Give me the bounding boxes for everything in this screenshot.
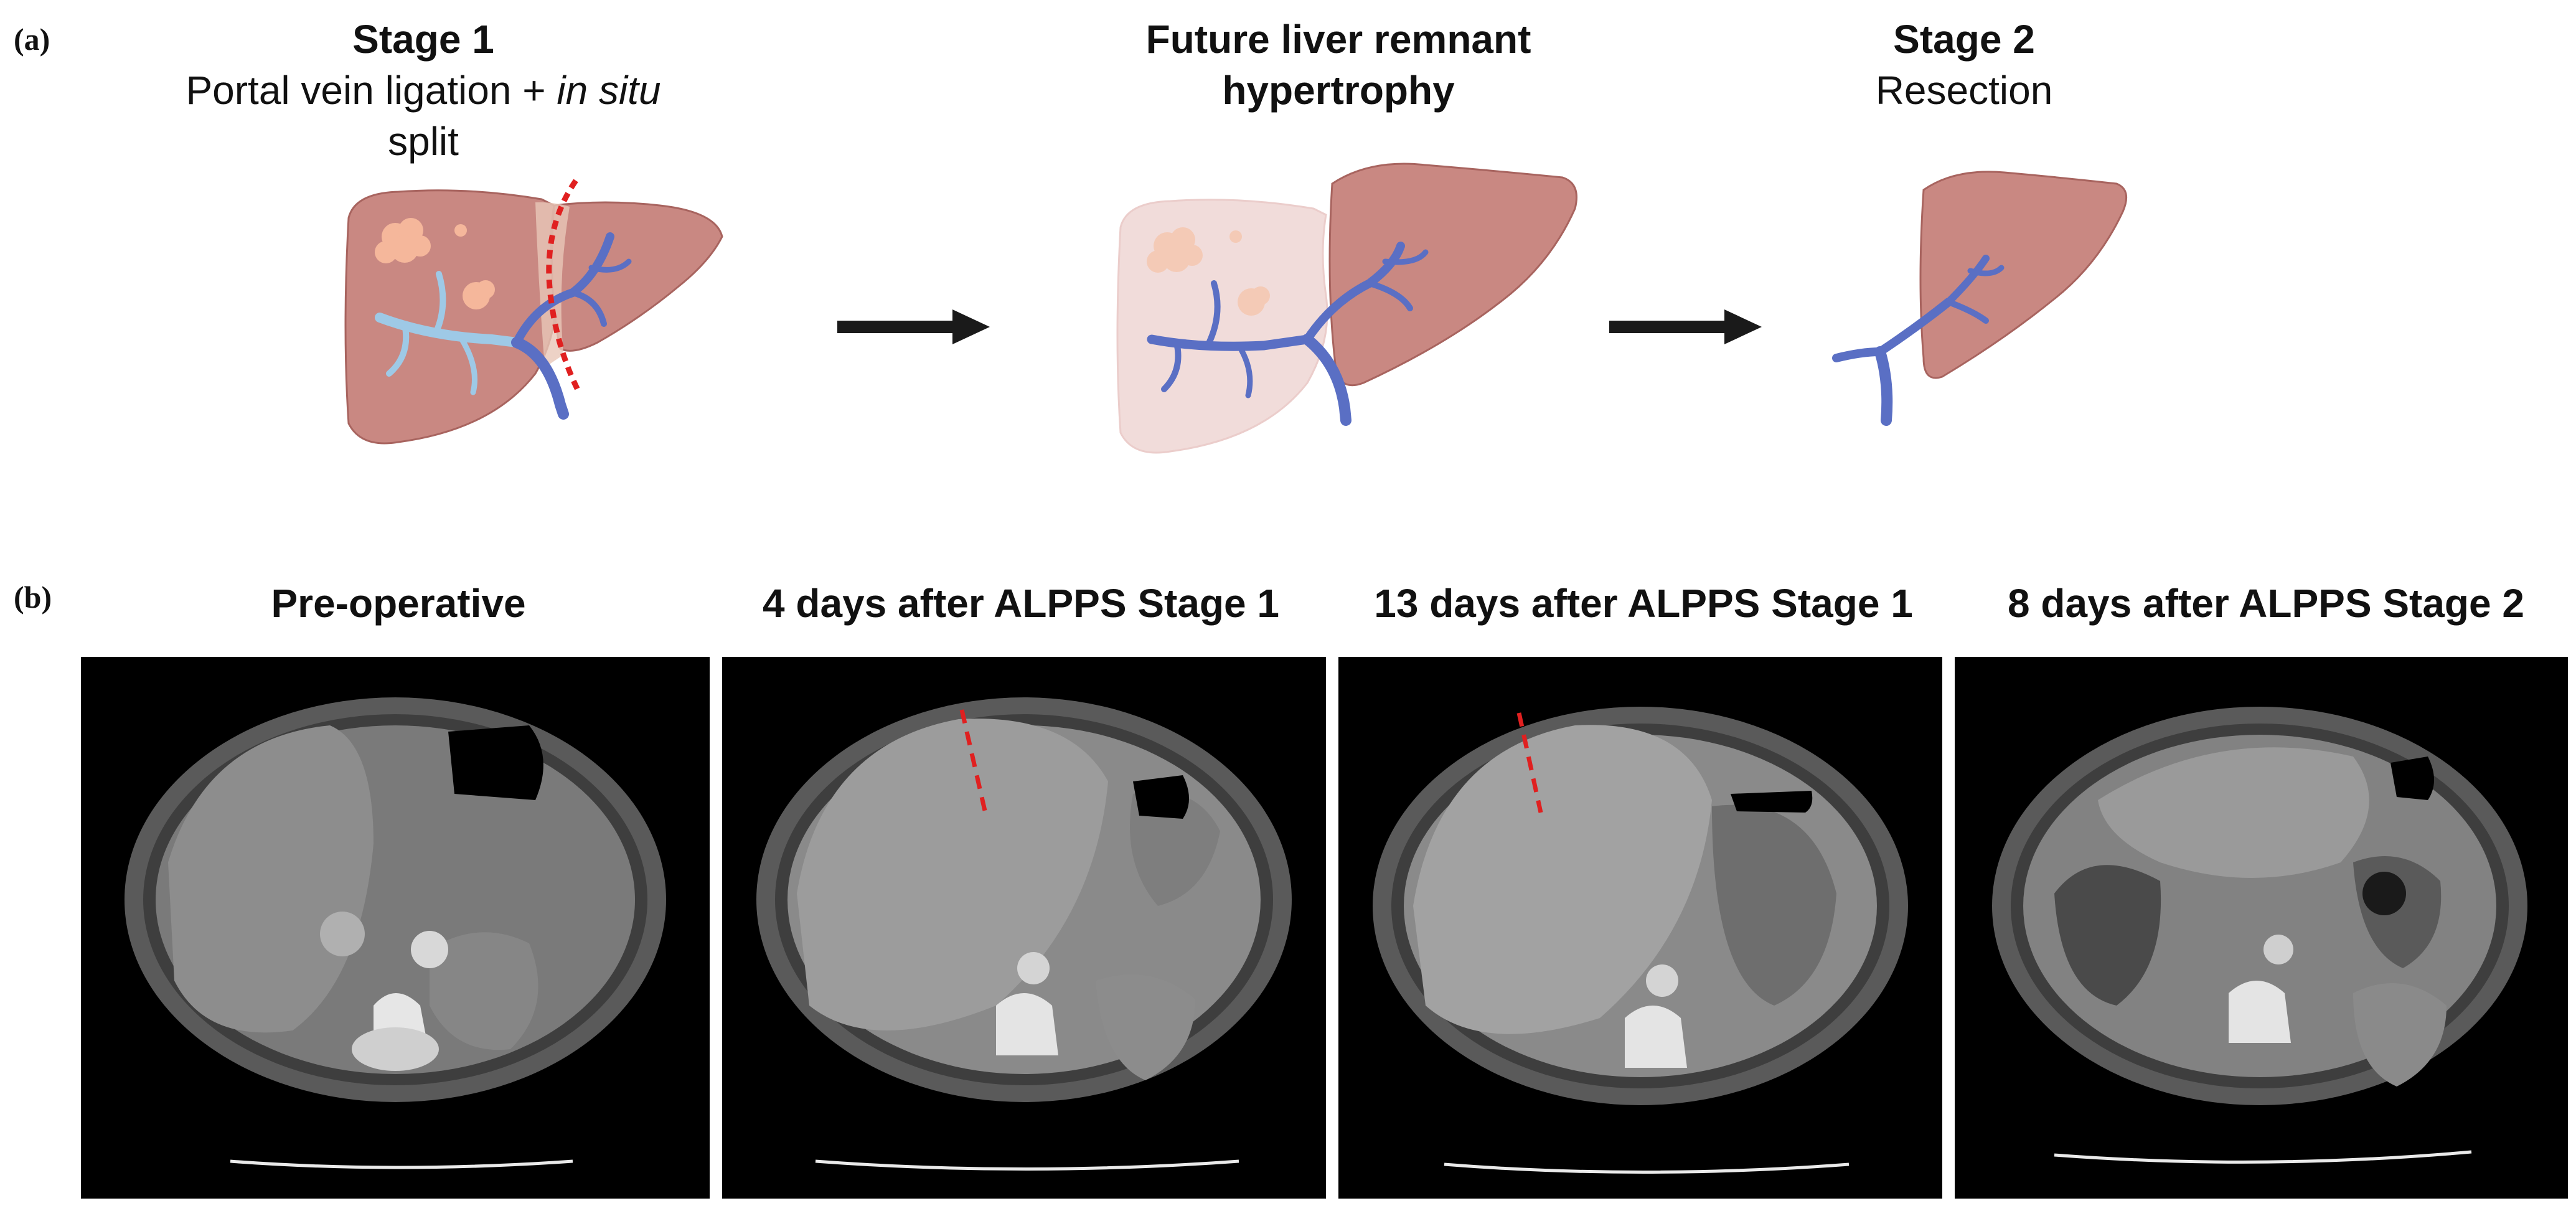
liver-right-lobe <box>551 201 723 352</box>
portal-vein-icon <box>1832 255 2005 426</box>
stage2-subtitle: Resection <box>1875 68 2053 113</box>
scan-title-preoperative: Pre-operative <box>271 581 526 626</box>
stage1-heading: Stage 1 Portal vein ligation + in situ s… <box>174 14 672 167</box>
hypertrophy-liver-illustration <box>1116 163 1577 454</box>
ct-scan-13days-stage1 <box>1338 657 1942 1199</box>
panel-b-label: (b) <box>14 580 52 615</box>
hypertrophy-heading: Future liver remnant hypertrophy <box>1058 14 1619 116</box>
scan-title-13days-stage1: 13 days after ALPPS Stage 1 <box>1374 581 1913 626</box>
stage2-title: Stage 2 <box>1893 17 2035 62</box>
ct-scan-8days-stage2 <box>1955 657 2568 1199</box>
split-line-icon <box>1516 712 1543 813</box>
portal-vein-icon <box>1147 242 1429 426</box>
ct-scan-preoperative <box>81 657 710 1199</box>
stage1-title: Stage 1 <box>352 17 494 62</box>
liver-right-lobe-enlarged <box>1328 163 1577 387</box>
hypertrophy-title-line1: Future liver remnant <box>1145 17 1531 62</box>
portal-vein-icon <box>375 232 632 420</box>
liver-remnant <box>1919 171 2128 379</box>
scan-title-8days-stage2: 8 days after ALPPS Stage 2 <box>2008 581 2524 626</box>
tumor-icon <box>375 218 495 309</box>
split-line-icon <box>546 179 582 394</box>
stage2-liver-illustration <box>1832 171 2128 426</box>
stage1-liver-illustration <box>344 179 723 445</box>
liver-left-lobe-faded <box>1116 199 1328 454</box>
right-arrow-icon <box>1609 309 1762 344</box>
stage2-heading: Stage 2 Resection <box>1808 14 2120 116</box>
tumor-icon <box>1147 227 1270 316</box>
stage1-subtitle: Portal vein ligation + in situ split <box>186 68 661 164</box>
hypertrophy-title-line2: hypertrophy <box>1222 68 1455 113</box>
right-arrow-icon <box>837 309 990 344</box>
falciform-band <box>535 202 570 367</box>
panel-a-label: (a) <box>14 22 50 57</box>
scan-title-4days-stage1: 4 days after ALPPS Stage 1 <box>763 581 1279 626</box>
ct-scan-4days-stage1 <box>722 657 1326 1199</box>
split-line-icon <box>959 709 989 819</box>
